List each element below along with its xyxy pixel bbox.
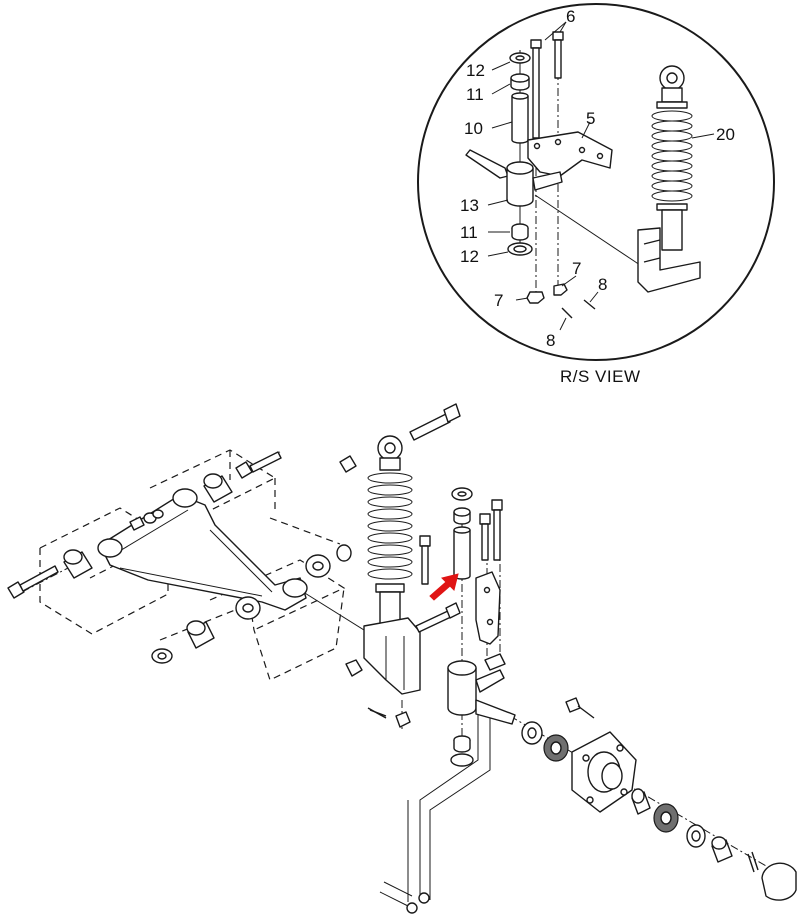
detail-view: 6 12 11 10 5 20 13 11 12 7 7 8 8	[417, 3, 775, 361]
callout-7-left: 7	[494, 291, 503, 310]
bracket-5	[527, 131, 613, 177]
hub-assembly	[521, 697, 797, 901]
bolt-left	[7, 565, 59, 599]
knuckle-13	[465, 149, 563, 207]
callout-8-right: 8	[598, 275, 607, 294]
bracket-main	[475, 571, 501, 645]
callout-10: 10	[464, 119, 483, 138]
spacer-main	[453, 530, 471, 580]
view-label: R/S VIEW	[560, 367, 641, 386]
cotter-pin-8-right	[583, 299, 596, 310]
callout-20: 20	[716, 125, 735, 144]
callout-6: 6	[566, 7, 575, 26]
nut-7-right	[553, 283, 568, 296]
bolt-6-right	[552, 31, 564, 79]
detail-circle	[417, 3, 775, 361]
bushings-right	[151, 544, 352, 664]
bolt-6-left	[530, 39, 542, 139]
spacer-10	[511, 96, 529, 144]
callout-12-bottom: 12	[460, 247, 479, 266]
bolt-top-left	[235, 451, 282, 479]
bolt-vertical	[419, 535, 431, 585]
callout-7-right: 7	[572, 259, 581, 278]
callout-11-top: 11	[466, 85, 484, 104]
main-assembly	[7, 403, 797, 914]
shock-absorber-main	[339, 403, 461, 728]
shock-absorber-20	[637, 65, 701, 293]
highlight-arrow	[429, 573, 459, 601]
callout-12-top: 12	[466, 61, 485, 80]
small-nuts-left	[129, 509, 164, 531]
cotter-pin-8-left	[561, 307, 573, 319]
bushing-top	[203, 473, 233, 503]
washer-main-bottom	[450, 753, 474, 767]
callout-13: 13	[460, 196, 479, 215]
bushing-left	[63, 549, 93, 579]
knuckle-main	[447, 653, 516, 725]
lower-a-arm	[97, 488, 308, 611]
bolts-main	[479, 499, 503, 561]
callout-11-bottom: 11	[460, 223, 478, 242]
dust-cap	[761, 862, 797, 901]
callout-5: 5	[586, 109, 595, 128]
callout-8-left: 8	[546, 331, 555, 350]
